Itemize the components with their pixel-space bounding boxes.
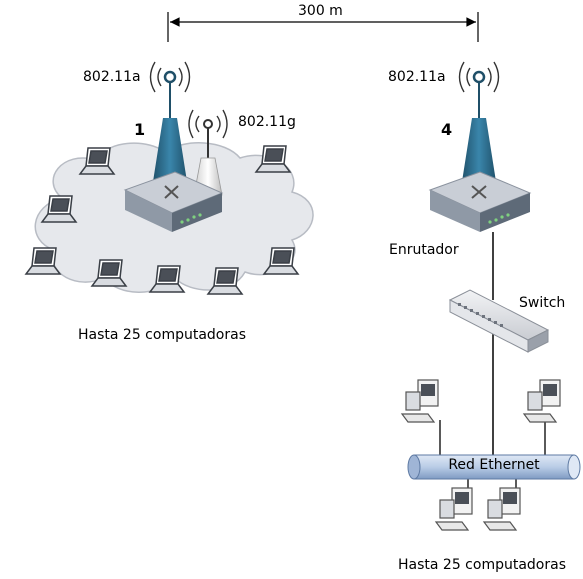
distance-dimension	[167, 12, 479, 42]
laptop-icon	[78, 147, 116, 175]
caption-left: Hasta 25 computadoras	[78, 327, 246, 343]
antenna-802-11a-right	[461, 70, 497, 188]
radio-a-label-left: 802.11a	[83, 69, 141, 85]
switch-icon	[448, 289, 550, 353]
router-right	[428, 171, 532, 232]
signal-waves-right-a	[458, 61, 500, 93]
desktop-icon	[400, 379, 439, 423]
laptop-icon	[254, 145, 292, 173]
router-left	[123, 171, 224, 232]
laptop-icon	[40, 195, 78, 223]
distance-label: 300 m	[298, 3, 343, 19]
laptop-icon	[24, 247, 62, 275]
desktop-icon	[522, 379, 561, 423]
desktop-icon	[434, 487, 473, 531]
radio-g-label: 802.11g	[238, 114, 296, 130]
signal-waves-left-a	[149, 61, 191, 93]
node-number-left: 1	[134, 120, 146, 139]
switch-label: Switch	[519, 295, 566, 311]
node-number-right: 4	[441, 120, 453, 139]
ethernet-pipe	[407, 454, 581, 480]
laptop-icon	[148, 265, 186, 293]
laptop-icon	[206, 267, 244, 295]
router-label: Enrutador	[389, 242, 459, 258]
signal-waves-left-g	[188, 109, 228, 139]
laptop-icon	[262, 247, 300, 275]
caption-right: Hasta 25 computadoras	[398, 557, 566, 573]
laptop-icon	[90, 259, 128, 287]
ethernet-label: Red Ethernet	[448, 457, 540, 473]
desktop-icon	[482, 487, 521, 531]
laptop-group	[24, 145, 300, 295]
desktop-group	[400, 379, 561, 531]
radio-a-label-right: 802.11a	[388, 69, 446, 85]
antenna-802-11a-left	[152, 70, 188, 188]
